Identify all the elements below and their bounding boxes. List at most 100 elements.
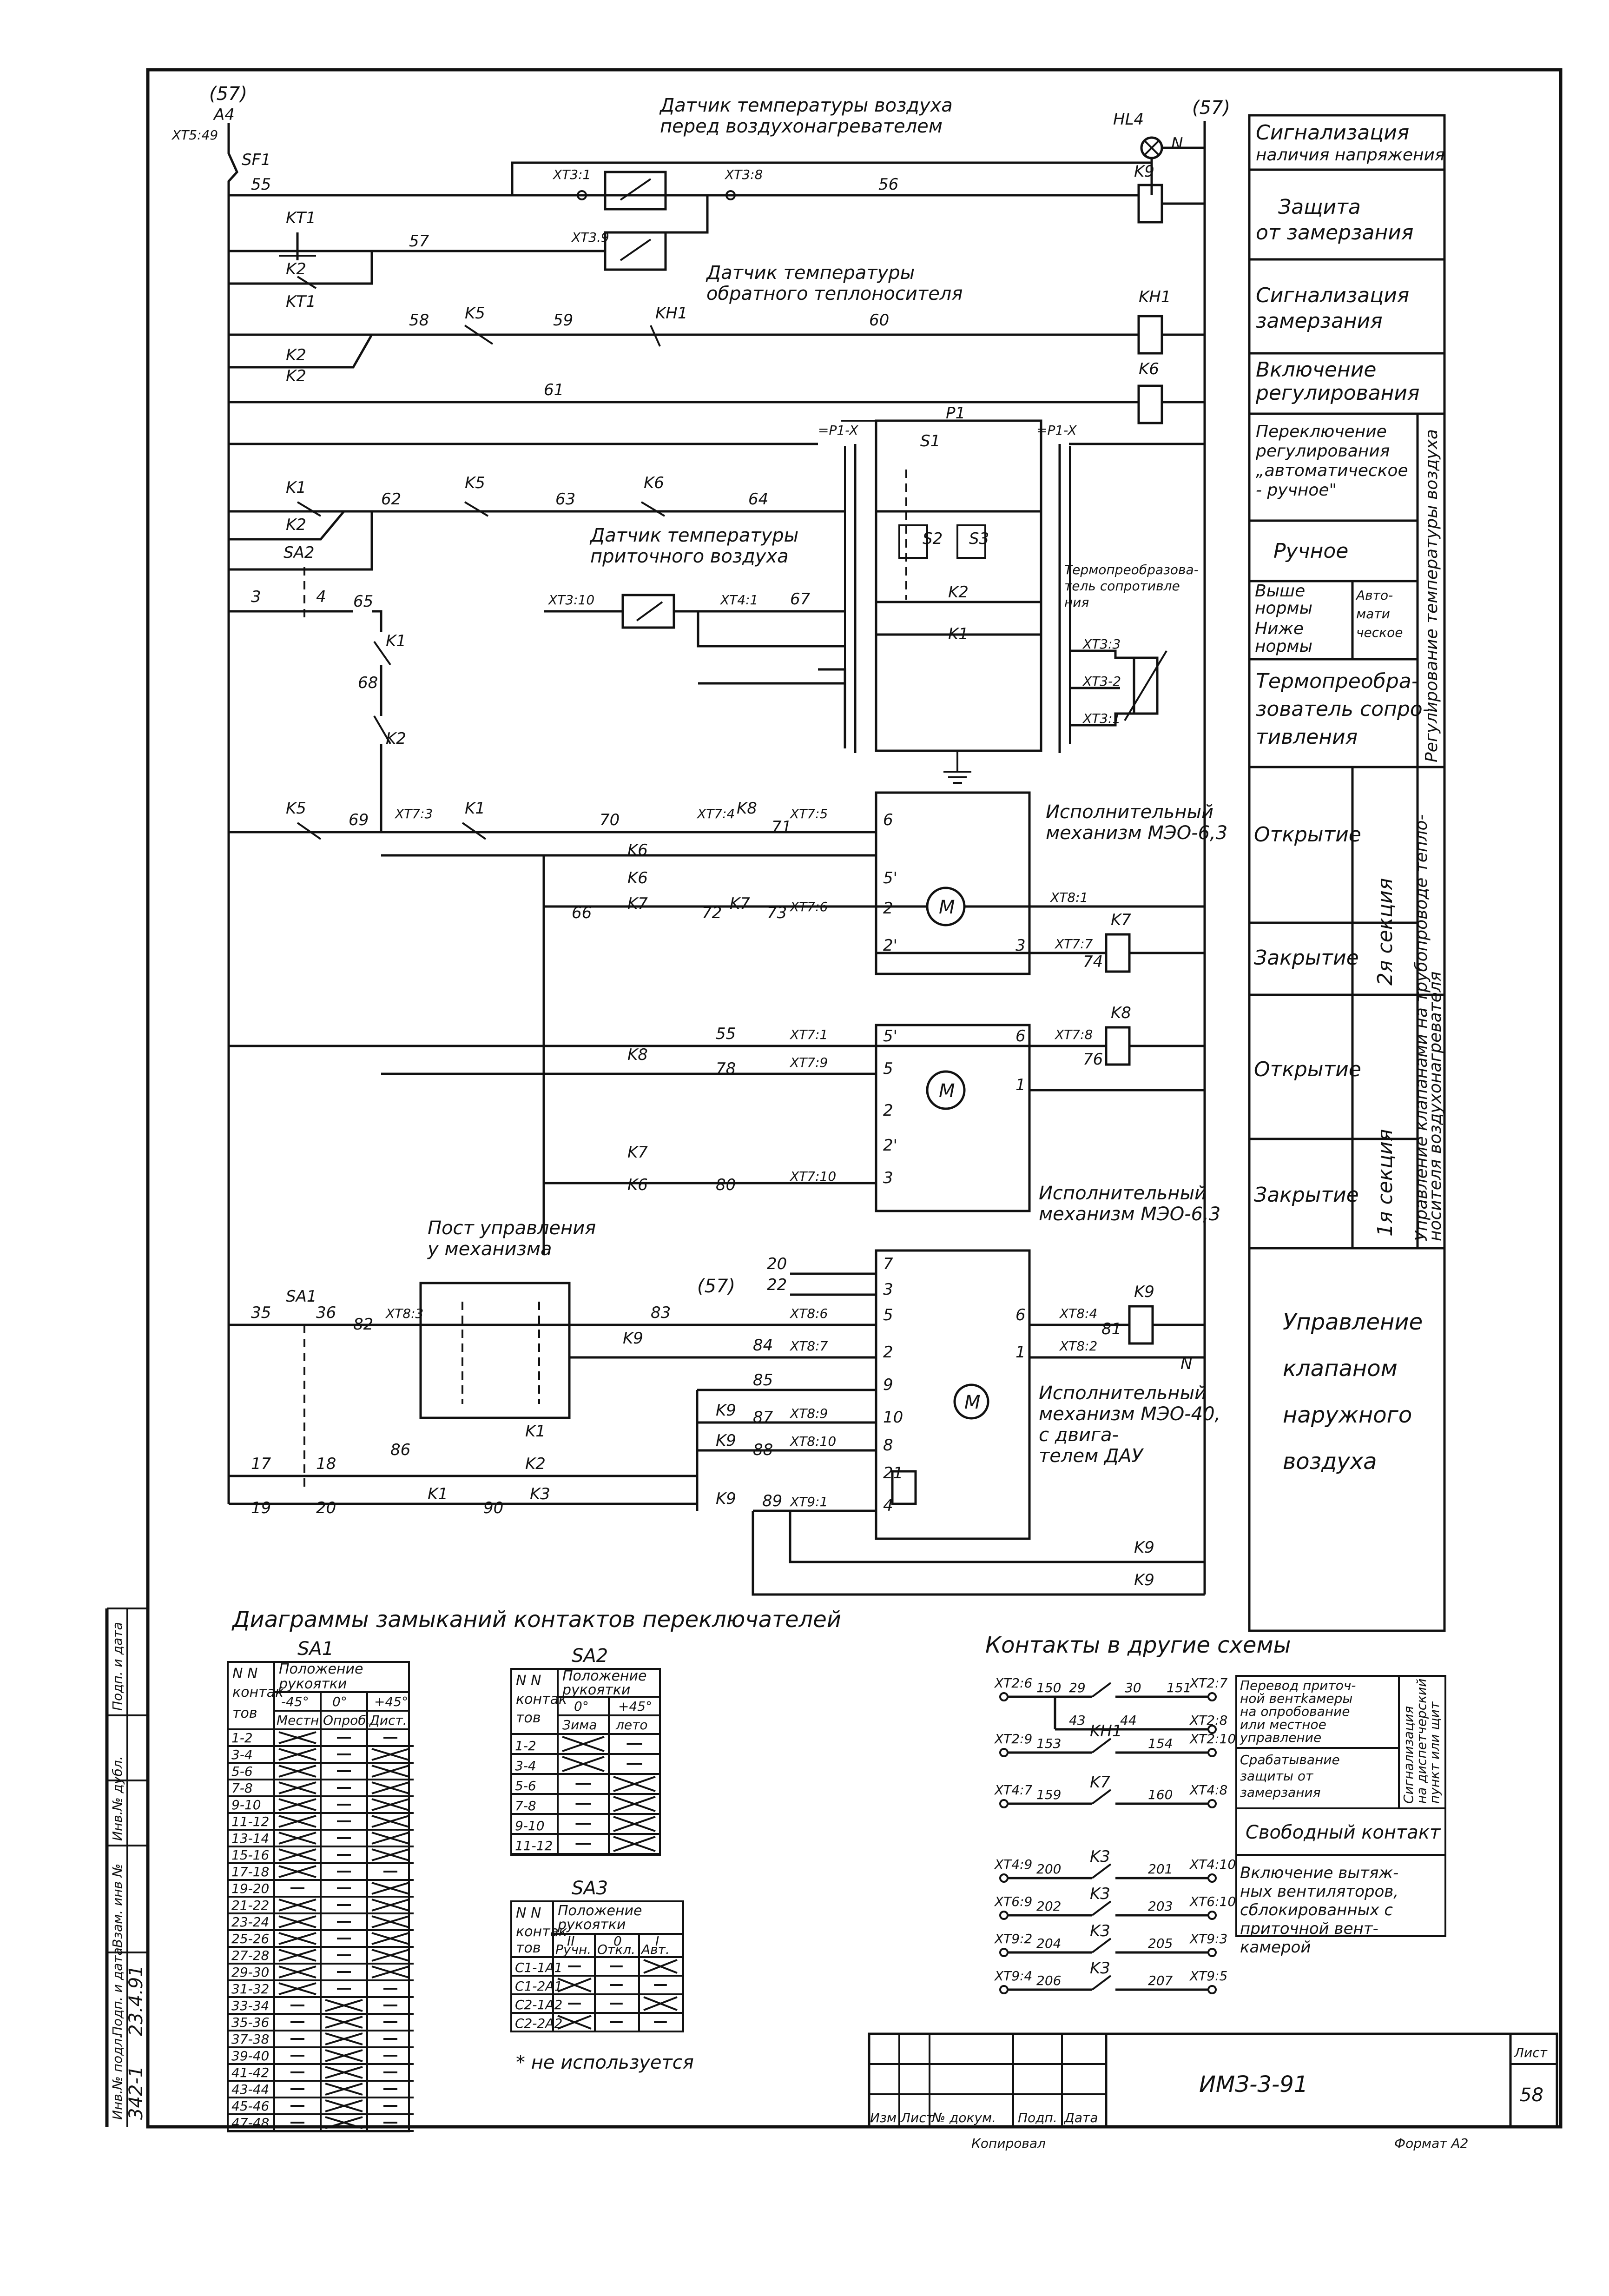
closed-mark (371, 1965, 409, 1978)
sensor-label: обратного теплоносителя (706, 283, 963, 304)
contact-id: 25-26 (231, 1931, 269, 1946)
svg-text:+45°: +45° (374, 1694, 408, 1709)
closed-mark (371, 1899, 409, 1912)
svg-text:Положение: Положение (558, 1903, 642, 1919)
side-item: клапаном (1283, 1356, 1398, 1382)
svg-text:Свободный контакт: Свободный контакт (1246, 1822, 1441, 1843)
svg-text:рукоятки: рукоятки (562, 1682, 630, 1698)
wire-number: 5' (883, 869, 897, 887)
wire-number: 66 (572, 904, 592, 922)
side-item: „автоматическое (1256, 461, 1408, 480)
transducer-note: Термопреобразова- (1064, 562, 1199, 577)
device-label: KH1 (1139, 288, 1171, 306)
terminal-label: XT3:1 (1082, 711, 1121, 726)
closed-mark (643, 1996, 678, 2011)
ref-label: (57) (209, 83, 247, 105)
device-label: K1 (525, 1422, 546, 1441)
terminal-dot (1207, 1725, 1217, 1734)
terminal-label: XT8:3 (385, 1306, 423, 1321)
device-label: K6 (627, 1176, 648, 1194)
closed-mark (613, 1836, 656, 1852)
svg-text:на диспетчерский: на диспетчерский (1414, 1679, 1429, 1804)
wire-number: 18 (316, 1455, 336, 1473)
svg-text:Контакты в другие схемы: Контакты в другие схемы (985, 1632, 1291, 1658)
wire-number: 160 (1148, 1787, 1173, 1802)
svg-text:№ докум.: № докум. (931, 2110, 996, 2125)
wire-number: 64 (748, 490, 768, 509)
closed-mark (325, 2016, 363, 2029)
terminal-dot (1207, 1948, 1217, 1957)
contact-id: C1-2A1 (515, 1978, 562, 1994)
wire-number: 205 (1148, 1936, 1173, 1951)
wire-number: 17 (251, 1455, 271, 1473)
closed-mark (325, 2083, 363, 2096)
wire-number: 86 (390, 1441, 410, 1459)
device-label: K9 (1134, 1571, 1154, 1589)
terminal-label: XT8:4 (1059, 1306, 1097, 1321)
wire-number: 2 (883, 899, 893, 918)
closed-mark (325, 2032, 363, 2045)
device-label: K5 (465, 474, 485, 492)
doc-number: ИМЗ-3-91 (1199, 2071, 1308, 2097)
wire-number: 207 (1148, 1973, 1173, 1988)
device-label: K1 (428, 1485, 448, 1503)
closed-mark (371, 1765, 409, 1778)
contact-id: 27-28 (231, 1948, 269, 1963)
svg-text:сблокированных с: сблокированных с (1240, 1901, 1393, 1919)
wire-number: 44 (1120, 1713, 1137, 1728)
contact-id: 29-30 (231, 1965, 269, 1980)
svg-text:+45°: +45° (618, 1699, 652, 1714)
closed-mark (371, 1882, 409, 1895)
sensor-label: Датчик температуры воздуха (659, 95, 953, 116)
wire-number: 70 (600, 811, 620, 829)
side-item: регулирования (1255, 442, 1390, 461)
svg-text:рукоятки: рукоятки (557, 1917, 626, 1933)
svg-text:0°: 0° (574, 1699, 589, 1714)
terminal-label: XT7:10 (789, 1169, 836, 1184)
device-label: =P1-X (1036, 423, 1077, 438)
device-label: K8 (627, 1045, 648, 1064)
wire-number: 2 (883, 1101, 893, 1120)
wire-number: 7 (883, 1255, 893, 1273)
wire-number: 58 (409, 311, 429, 330)
wire-number: 63 (555, 490, 575, 509)
wire-number: 85 (753, 1371, 773, 1390)
wire-number: 76 (1083, 1050, 1103, 1069)
svg-text:Формат А2: Формат А2 (1394, 2136, 1468, 2151)
terminal-dot (999, 1911, 1009, 1920)
contact-id: 43-44 (231, 2082, 269, 2097)
device-label: K7 (1090, 1773, 1110, 1792)
wire-number: 19 (251, 1499, 271, 1517)
terminal-label: XT9:2 (994, 1931, 1032, 1946)
side-item: Термопреобра- (1256, 669, 1419, 693)
left-strip-label: Инв.№ подл. (110, 2034, 125, 2120)
device-label: K9 (623, 1329, 643, 1348)
wire-number: 154 (1148, 1736, 1173, 1751)
side-item: мати (1356, 606, 1390, 622)
side-item: тивления (1256, 725, 1358, 749)
svg-text:N N: N N (232, 1666, 257, 1682)
svg-text:контак: контак (232, 1684, 284, 1700)
terminal-label: XT2:9 (994, 1731, 1032, 1747)
terminal-label: XT6:9 (994, 1894, 1032, 1909)
side-item: зователь сопро- (1256, 697, 1430, 721)
actuator-label: механизм МЭО-40, (1039, 1403, 1220, 1425)
closed-mark (643, 1959, 678, 1974)
terminal-dot (999, 1799, 1009, 1808)
device-label: K1 (386, 632, 406, 650)
side-item: Переключение (1256, 422, 1387, 441)
device-label: K9 (1134, 1538, 1154, 1557)
wire-number: 68 (358, 674, 378, 692)
terminal-label: XT7:7 (1054, 936, 1093, 952)
device-label: K2 (286, 260, 306, 278)
device-label: K7 (1111, 911, 1131, 929)
svg-text:Лист: Лист (900, 2110, 934, 2125)
contact-id: 45-46 (231, 2098, 269, 2114)
sensor-label: Датчик температуры (706, 262, 915, 284)
closed-mark (325, 1999, 363, 2012)
terminal-label: XT4:7 (994, 1782, 1033, 1798)
svg-text:Положение: Положение (279, 1661, 363, 1677)
contact-id: 1-2 (231, 1730, 253, 1746)
svg-text:защиты от: защиты от (1240, 1768, 1313, 1784)
device-label: K1 (465, 799, 485, 818)
